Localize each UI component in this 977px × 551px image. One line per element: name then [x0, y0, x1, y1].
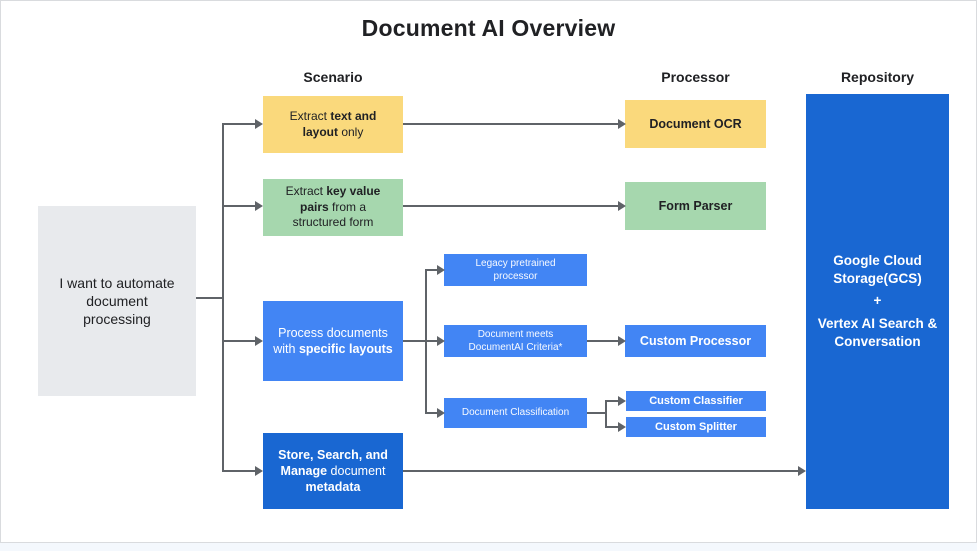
arrowhead-icon — [618, 119, 626, 129]
repo-plus: + — [873, 293, 882, 309]
label-segment-bold: specific layouts — [298, 342, 393, 356]
label-segment-bold: key value — [326, 184, 381, 199]
arrowhead-icon — [437, 336, 445, 346]
node-processor-form-parser: Form Parser — [625, 182, 766, 230]
prompt-line: processing — [83, 311, 151, 328]
node-repository-gcs-vertex: Google Cloud Storage(GCS) + Vertex AI Se… — [806, 94, 949, 509]
connector-line — [605, 400, 607, 428]
node-processor-document-ocr: Document OCR — [625, 100, 766, 148]
node-processor-custom-classifier: Custom Classifier — [626, 391, 766, 411]
node-scenario-extract-kv: Extract key value pairs from a structure… — [263, 179, 403, 236]
arrowhead-icon — [437, 408, 445, 418]
label-segment-bold: metadata — [305, 480, 361, 495]
connector-line — [222, 205, 255, 207]
label-line: Process documents — [278, 325, 388, 340]
column-header-scenario: Scenario — [303, 69, 363, 85]
connector-line — [425, 340, 437, 342]
column-header-repository: Repository — [840, 69, 915, 85]
connector-line — [222, 470, 255, 472]
node-scenario-specific-layouts: Process documents with specific layouts — [263, 301, 403, 381]
prompt-line: I want to automate — [59, 274, 175, 291]
label-line: Manage document — [281, 463, 386, 479]
label-segment: only — [337, 124, 364, 139]
label-line: layout only — [303, 125, 364, 141]
arrowhead-icon — [437, 265, 445, 275]
connector-line — [403, 470, 799, 472]
label-line: with specific layouts — [273, 341, 393, 357]
label-segment-bold: layout — [302, 124, 338, 139]
label-line: Extract text and — [290, 109, 377, 125]
node-scenario-extract-text: Extract text and layout only — [263, 96, 403, 153]
arrowhead-icon — [798, 466, 806, 476]
arrowhead-icon — [618, 201, 626, 211]
node-processor-custom-processor: Custom Processor — [625, 325, 766, 357]
connector-line — [403, 123, 618, 125]
arrowhead-icon — [255, 119, 263, 129]
connector-line — [425, 269, 437, 271]
connector-line — [222, 123, 255, 125]
connector-line — [587, 340, 618, 342]
prompt-line: document — [86, 292, 148, 309]
connector-line — [222, 340, 255, 342]
label-line: metadata — [306, 479, 361, 495]
node-decision-classification: Document Classification — [444, 398, 587, 428]
node-prompt: I want to automate document processing — [38, 206, 196, 396]
connector-line — [587, 412, 607, 414]
connector-line — [403, 205, 618, 207]
arrowhead-icon — [255, 466, 263, 476]
arrowhead-icon — [618, 396, 626, 406]
label-segment: from a — [328, 199, 367, 214]
arrowhead-icon — [618, 336, 626, 346]
arrowhead-icon — [255, 201, 263, 211]
label-line: structured form — [292, 215, 374, 230]
node-processor-custom-splitter: Custom Splitter — [626, 417, 766, 437]
arrowhead-icon — [255, 336, 263, 346]
connector-line — [605, 426, 619, 428]
node-decision-criteria: Document meets DocumentAI Criteria* — [444, 325, 587, 357]
repo-line: Vertex AI Search & Conversation — [817, 315, 938, 349]
node-scenario-store-search: Store, Search, and Manage document metad… — [263, 433, 403, 509]
label-line: Store, Search, and — [278, 447, 388, 463]
column-header-processor: Processor — [661, 69, 730, 85]
connector-line — [403, 340, 427, 342]
connector-line — [425, 412, 437, 414]
connector-line — [605, 400, 619, 402]
connector-line — [196, 297, 223, 299]
label-segment-bold: pairs — [299, 199, 329, 214]
diagram-title: Document AI Overview — [361, 15, 616, 41]
node-decision-legacy: Legacy pretrained processor — [444, 254, 587, 286]
label-segment: Extract — [285, 184, 327, 199]
label-segment: with — [273, 342, 299, 356]
label-segment: Extract — [289, 108, 331, 123]
repo-line: Google Cloud Storage(GCS) — [833, 252, 922, 287]
label-line: Extract key value — [286, 184, 381, 200]
label-segment-bold: text and — [330, 108, 377, 123]
arrowhead-icon — [618, 422, 626, 432]
label-segment-bold: Manage — [280, 463, 328, 478]
label-segment: document — [327, 463, 386, 478]
label-segment-bold: Store, Search, and — [278, 447, 388, 462]
label-line: pairs from a — [300, 200, 366, 216]
connector-line — [222, 123, 224, 472]
